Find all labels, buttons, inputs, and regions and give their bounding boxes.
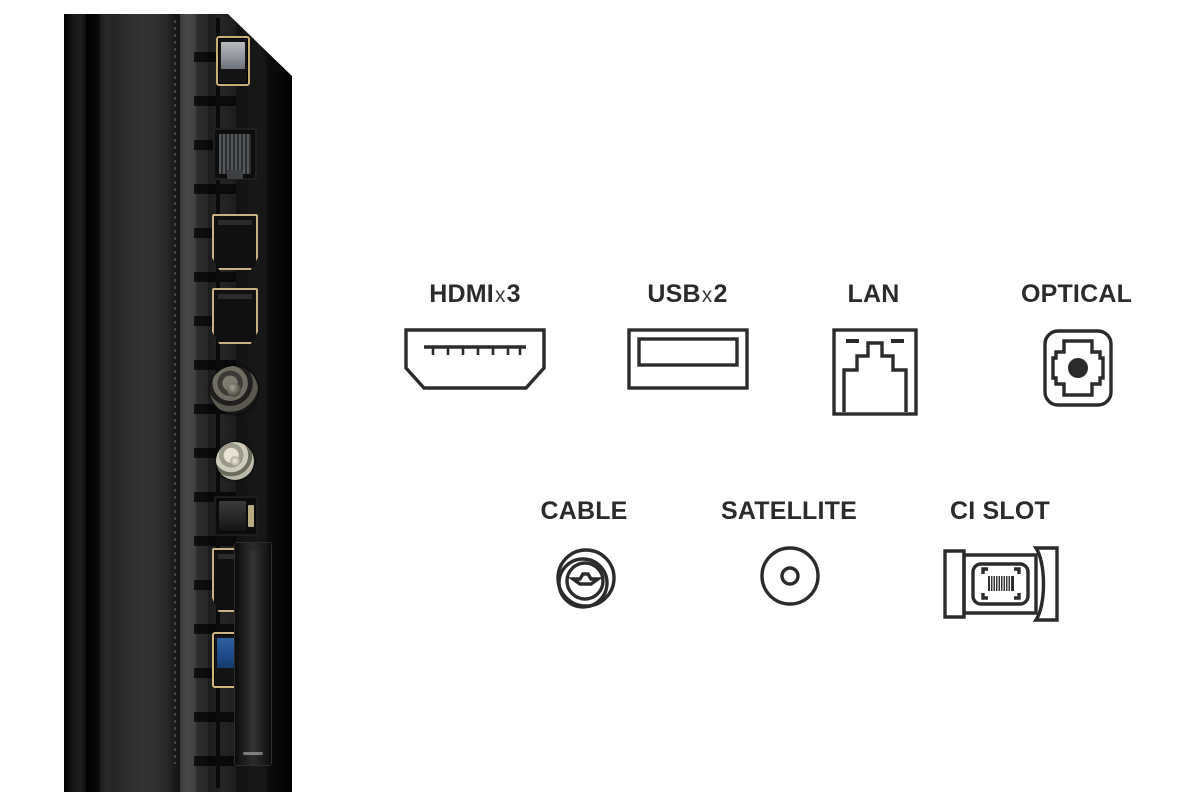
ftype-center-pin xyxy=(230,456,240,466)
connectivity-legend: HDMIx3 USBx2 xyxy=(380,0,1200,808)
legend-multiplier-hdmi: x xyxy=(494,284,506,307)
satellite-f-type-icon xyxy=(680,545,900,607)
ci-card-slot-icon xyxy=(892,545,1110,623)
tv-side-panel-photo xyxy=(64,14,292,792)
usb-icon xyxy=(595,328,780,390)
hdmi-lip xyxy=(218,554,248,559)
panel-satellite-jack xyxy=(216,442,254,480)
legend-label-ci-slot-text: CI SLOT xyxy=(949,497,1050,525)
usb-tongue xyxy=(221,42,245,69)
legend-item-ci-slot[interactable]: CI SLOT xyxy=(892,499,1110,623)
legend-multiplier-ci-slot xyxy=(1050,501,1052,524)
legend-count-hdmi: 3 xyxy=(506,280,521,308)
coax-center-pin xyxy=(226,382,242,398)
bezel-slab-2 xyxy=(86,14,100,792)
legend-label-hdmi-text: HDMI xyxy=(429,280,494,308)
legend-item-satellite[interactable]: SATELLITE xyxy=(680,499,900,607)
coaxial-cable-icon xyxy=(490,545,680,617)
legend-item-usb[interactable]: USBx2 xyxy=(595,282,780,390)
hdmi-lip xyxy=(218,220,252,225)
legend-label-usb: USBx2 xyxy=(595,282,780,307)
legend-label-usb-text: USB xyxy=(647,280,701,308)
legend-count-usb: 2 xyxy=(713,280,728,308)
panel-lan-port xyxy=(213,128,257,180)
bezel-slab-5 xyxy=(166,14,180,792)
legend-multiplier-usb: x xyxy=(701,284,713,307)
panel-optical-port xyxy=(214,496,258,536)
legend-label-optical: OPTICAL xyxy=(970,282,1185,307)
bezel-slab-1 xyxy=(64,14,86,792)
ci-slot-mouth xyxy=(240,550,266,756)
panel-usb-port xyxy=(216,36,250,86)
legend-multiplier-satellite xyxy=(857,501,859,524)
legend-item-hdmi[interactable]: HDMIx3 xyxy=(380,282,570,390)
rj45-clip xyxy=(227,170,243,179)
lan-rj45-icon xyxy=(792,328,957,416)
legend-item-optical[interactable]: OPTICAL xyxy=(970,282,1185,408)
legend-label-ci-slot: CI SLOT xyxy=(892,499,1110,524)
legend-label-lan-text: LAN xyxy=(847,280,900,308)
hdmi-lip xyxy=(218,294,252,299)
ci-slot-lip xyxy=(243,752,263,755)
panel-hdmi-port-2 xyxy=(212,288,258,344)
hdmi-icon xyxy=(380,328,570,390)
legend-label-optical-text: OPTICAL xyxy=(1020,280,1133,308)
legend-multiplier-optical xyxy=(1132,284,1134,307)
legend-label-cable: CABLE xyxy=(490,499,680,524)
legend-label-lan: LAN xyxy=(792,282,957,307)
panel-hdmi-port-1 xyxy=(212,214,258,270)
panel-cable-coax-jack xyxy=(210,366,258,414)
legend-label-cable-text: CABLE xyxy=(540,497,628,525)
toslink-door xyxy=(219,501,246,531)
legend-item-cable[interactable]: CABLE xyxy=(490,499,680,617)
legend-multiplier-lan xyxy=(899,284,901,307)
legend-multiplier-cable xyxy=(628,501,630,524)
panel-ci-card-slot xyxy=(234,542,272,766)
legend-label-satellite-text: SATELLITE xyxy=(720,497,858,525)
panel-seam-line xyxy=(174,20,176,764)
bezel-slab-4 xyxy=(114,14,166,792)
bezel-slab-3 xyxy=(100,14,114,792)
legend-label-satellite: SATELLITE xyxy=(680,499,900,524)
toslink-tab xyxy=(248,505,254,527)
bezel-slab-6 xyxy=(180,14,196,792)
rj45-contacts xyxy=(219,134,251,174)
legend-item-lan[interactable]: LAN xyxy=(792,282,957,416)
optical-toslink-icon xyxy=(970,328,1185,408)
legend-label-hdmi: HDMIx3 xyxy=(380,282,570,307)
